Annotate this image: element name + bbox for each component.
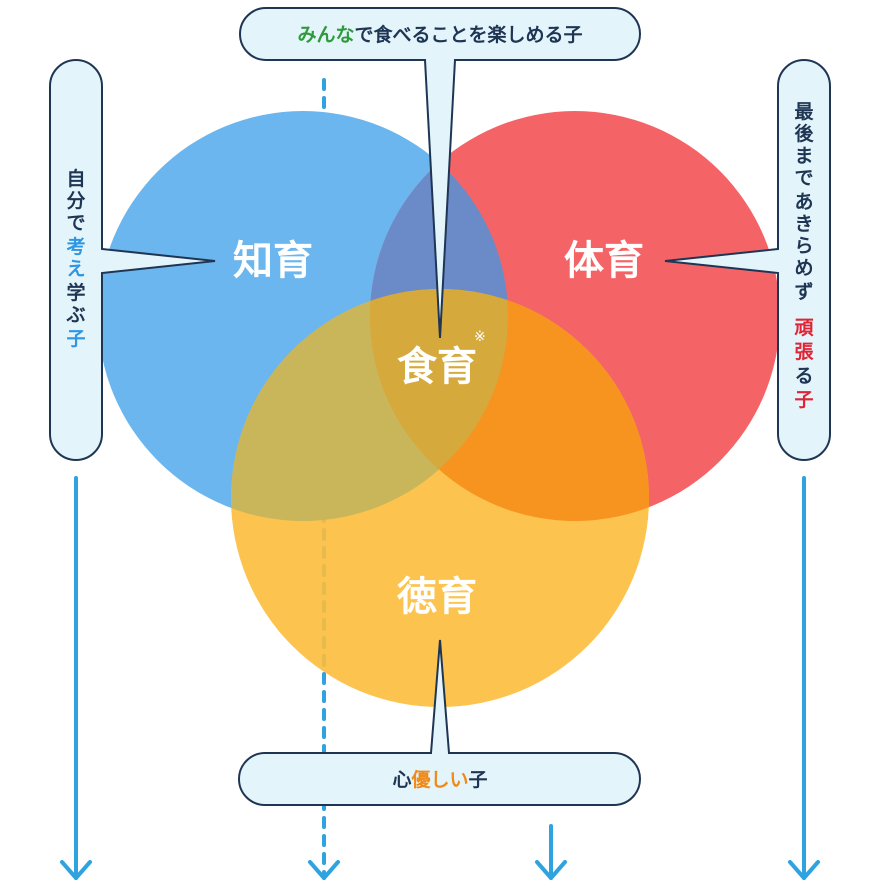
- label-physical: 体育: [564, 238, 644, 284]
- svg-text:学: 学: [66, 281, 85, 304]
- arrow-down-icon: [788, 476, 820, 880]
- callout-top-text: みんなで食べることを楽しめる子: [297, 23, 582, 46]
- svg-text:ず: ず: [794, 281, 813, 303]
- svg-text:頑: 頑: [793, 317, 814, 339]
- venn-circles: [98, 111, 780, 707]
- callout-top: みんなで食べることを楽しめる子: [239, 7, 641, 339]
- label-moral: 徳育: [396, 574, 477, 620]
- svg-text:後: 後: [794, 122, 814, 145]
- svg-text:最: 最: [794, 101, 814, 123]
- svg-text:あ: あ: [794, 191, 813, 213]
- label-intellect: 知育: [233, 238, 313, 284]
- svg-text:め: め: [794, 257, 813, 279]
- svg-text:で: で: [66, 212, 85, 234]
- svg-text:分: 分: [66, 190, 85, 212]
- svg-text:え: え: [66, 258, 85, 280]
- callout-right-text: 最 後 ま で あ き ら め ず 頑 張 る 子: [793, 101, 814, 411]
- svg-text:子: 子: [794, 389, 813, 411]
- callout-left: 自 分 で 考 え 学 ぶ 子: [49, 58, 216, 461]
- svg-text:ま: ま: [794, 145, 813, 167]
- svg-text:る: る: [794, 365, 813, 387]
- svg-text:で: で: [794, 167, 813, 189]
- svg-text:き: き: [794, 213, 813, 235]
- callout-right: 最 後 ま で あ き ら め ず 頑 張 る 子: [664, 58, 831, 461]
- food-footnote-mark: ※: [474, 329, 486, 345]
- callout-left-text: 自 分 で 考 え 学 ぶ 子: [65, 167, 85, 350]
- svg-text:考: 考: [66, 236, 85, 258]
- arrow-down-icon: [60, 476, 92, 880]
- label-food: 食育: [397, 344, 477, 390]
- svg-text:張: 張: [794, 341, 814, 363]
- arrow-down-icon: [535, 824, 567, 880]
- callout-bottom: 心優しい子: [238, 639, 641, 806]
- svg-text:ら: ら: [794, 235, 813, 257]
- svg-text:自: 自: [66, 167, 85, 190]
- svg-text:子: 子: [66, 328, 85, 350]
- callout-bottom-text: 心優しい子: [392, 768, 487, 791]
- svg-text:ぶ: ぶ: [65, 304, 85, 326]
